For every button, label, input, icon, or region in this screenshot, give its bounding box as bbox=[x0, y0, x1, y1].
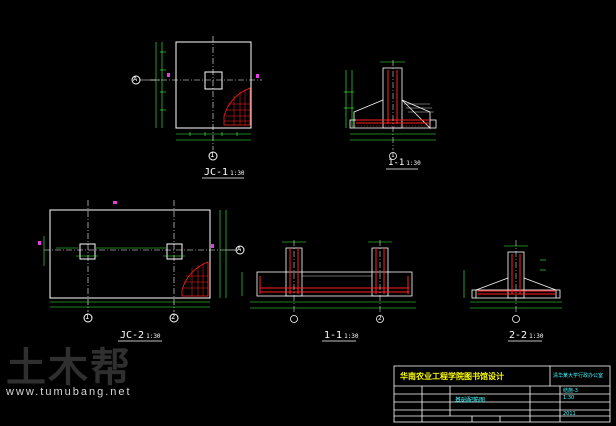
watermark-url: www.tumubang.net bbox=[6, 386, 132, 398]
axis-label-2a: 2 bbox=[171, 313, 176, 321]
title-block-ratio: 1:30 bbox=[563, 395, 575, 401]
section-1-1-top bbox=[344, 60, 437, 160]
title-block[interactable] bbox=[393, 365, 611, 423]
title-block-drawing-no: 结施-3 bbox=[563, 388, 578, 394]
jc1-plan bbox=[131, 36, 262, 161]
section-1-1-bottom bbox=[241, 240, 416, 323]
title-block-project-name: 华南农业工程学院图书馆设计 bbox=[400, 372, 504, 381]
watermark-logo: 土木帮 bbox=[6, 345, 132, 391]
watermark: 土木帮 www.tumubang.net bbox=[6, 346, 132, 398]
axis-label-2b: 2 bbox=[378, 315, 382, 322]
title-block-date: 2011 bbox=[563, 411, 576, 417]
axis-label-1a: 1 bbox=[210, 151, 215, 159]
axis-label-1c: 1 bbox=[85, 313, 90, 321]
axis-label-1b: 1 bbox=[391, 152, 395, 159]
axis-label-a1: A bbox=[133, 75, 138, 83]
title-underlines bbox=[118, 168, 542, 342]
jc2-plan bbox=[38, 200, 245, 323]
section-2-2 bbox=[463, 240, 562, 323]
axis-label-a2: A bbox=[237, 245, 242, 253]
title-block-design-unit: 清华某大学行政办公室 bbox=[553, 373, 604, 379]
title-block-drawing-name: 基础配筋图 bbox=[455, 397, 486, 404]
